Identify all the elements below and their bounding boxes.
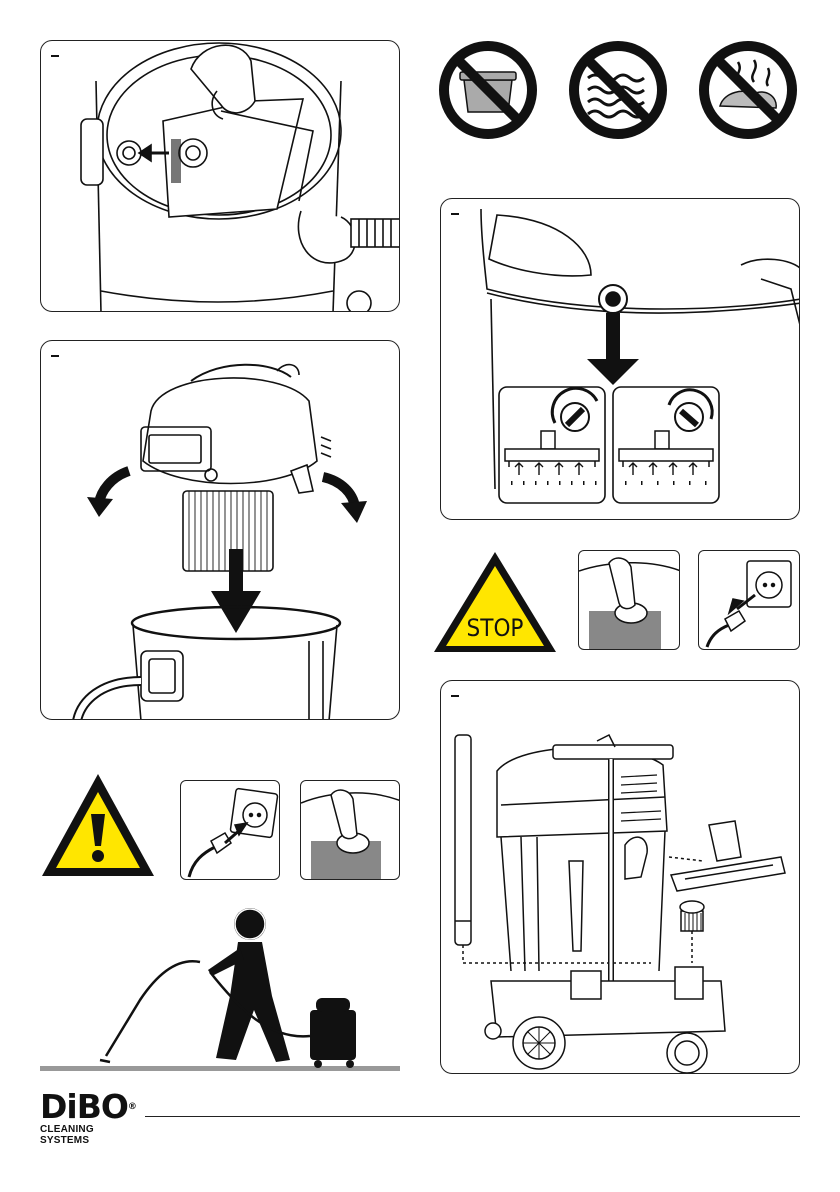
power-switch-icon (300, 780, 400, 880)
stop-icon: STOP (430, 548, 560, 658)
no-water-icon (568, 40, 668, 140)
panel-accessories (440, 680, 800, 1074)
plug-remove-icon (698, 550, 800, 650)
step-marker (51, 55, 59, 57)
brand-logo: DiBO® CLEANING SYSTEMS (40, 1092, 140, 1138)
brand-tagline: CLEANING SYSTEMS (40, 1124, 140, 1146)
person-vacuuming-illustration (40, 900, 400, 1075)
no-hot-ash-icon (698, 40, 798, 140)
accessories-illustration (441, 681, 800, 1074)
panel-insert-bag (40, 40, 400, 312)
suction-regulator-illustration (441, 199, 800, 520)
panel-suction-regulator (440, 198, 800, 520)
power-switch-icon (578, 550, 680, 650)
no-container-icon (438, 40, 538, 140)
bag-insert-illustration (41, 41, 400, 312)
step-marker (451, 695, 459, 697)
nozzle-high-suction (613, 387, 719, 503)
footer-divider (145, 1116, 800, 1117)
plug-insert-icon (180, 780, 280, 880)
head-removal-illustration (41, 341, 400, 720)
brand-logo-text: DiBO® (40, 1092, 140, 1122)
panel-remove-head (40, 340, 400, 720)
nozzle-low-suction (499, 387, 605, 503)
warning-icon (38, 770, 158, 882)
step-marker (451, 213, 459, 215)
stop-label: STOP (467, 614, 524, 642)
step-marker (51, 355, 59, 357)
